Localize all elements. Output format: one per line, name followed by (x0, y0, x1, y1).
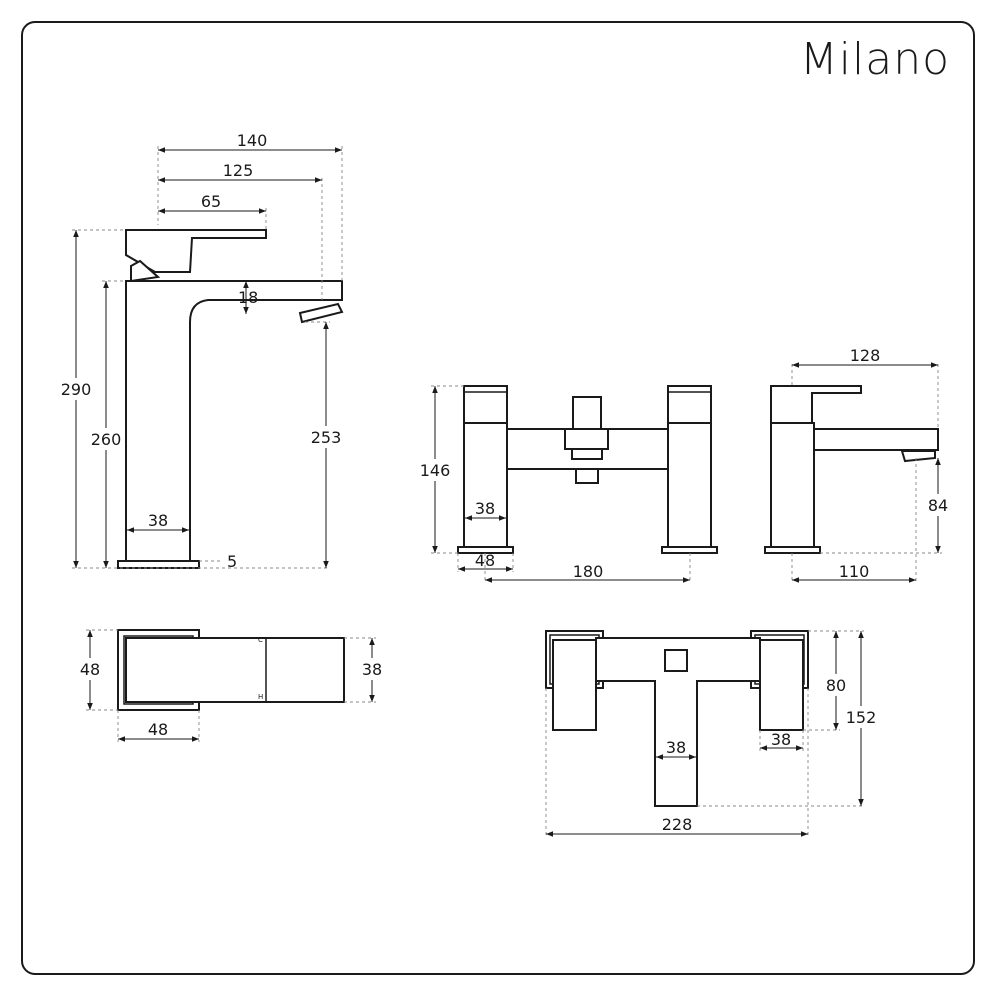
basin-reach-lever-label: 65 (201, 192, 221, 211)
bath-diverter-collar (564, 428, 609, 450)
bath-side-base (764, 546, 821, 554)
bath-side-aerator (900, 450, 936, 463)
bath-front-view: 146 38 48 180 (417, 385, 718, 583)
bath-left-base (457, 546, 514, 554)
bath-front-spout (575, 468, 599, 484)
basin-top-spout (125, 637, 345, 703)
bath-top-left-handle (552, 639, 597, 731)
bath-top-view: 80 152 38 38 228 (545, 630, 879, 838)
basin-side-view: 140 125 65 18 290 260 253 38 5 (58, 131, 344, 571)
bath-top-spout-width-label: 38 (666, 738, 686, 757)
bath-diverter-base (571, 448, 603, 460)
bath-pillar-width-label: 38 (475, 499, 495, 518)
basin-body (125, 280, 343, 562)
basin-base-thickness-label: 5 (227, 552, 237, 571)
basin-lever-link (130, 259, 161, 283)
bath-projection-label: 110 (839, 562, 870, 581)
bath-top-total-depth-label: 152 (846, 708, 877, 727)
bath-right-base (661, 546, 718, 554)
basin-top-spout-height-label: 38 (362, 660, 382, 679)
bath-top-diverter (664, 649, 688, 672)
bath-top-right-handle (759, 639, 804, 731)
basin-lever (125, 229, 267, 273)
bath-right-pillar (667, 422, 712, 548)
brand-logo: Milano (799, 34, 950, 85)
bath-centres-label: 180 (573, 562, 604, 581)
bath-base-width-label: 48 (475, 551, 495, 570)
bath-top-pillar-depth-label: 80 (826, 676, 846, 695)
basin-reach-spout-label: 125 (223, 161, 254, 180)
basin-top-base-height-label: 48 (80, 660, 100, 679)
hot-mark: H (258, 693, 263, 701)
basin-base (117, 560, 200, 569)
basin-body-width-label: 38 (148, 511, 168, 530)
basin-height-outlet-label: 253 (311, 428, 342, 447)
bath-top-pillar-width-label: 38 (771, 730, 791, 749)
cold-mark: C (258, 636, 263, 644)
basin-height-total-label: 290 (61, 380, 92, 399)
basin-spout-thickness-label: 18 (238, 288, 258, 307)
bath-height-label: 146 (420, 461, 451, 480)
bath-side-width-label: 128 (850, 346, 881, 365)
basin-top-base-width-label: 48 (148, 720, 168, 739)
bath-diverter-knob (572, 396, 602, 430)
bath-side-lever (770, 385, 862, 424)
drawing-frame (21, 21, 975, 975)
basin-aerator (298, 302, 344, 324)
bath-side-spout (813, 428, 939, 451)
bath-outlet-height-label: 84 (928, 496, 948, 515)
bath-left-pillar (463, 422, 508, 548)
basin-width-total-label: 140 (237, 131, 268, 150)
basin-height-body-label: 260 (91, 430, 122, 449)
basin-top-view: C H 48 38 48 (74, 629, 388, 742)
bath-top-total-width-label: 228 (662, 815, 693, 834)
bath-side-pillar (770, 422, 815, 548)
bath-side-view: 128 84 110 (764, 346, 954, 583)
